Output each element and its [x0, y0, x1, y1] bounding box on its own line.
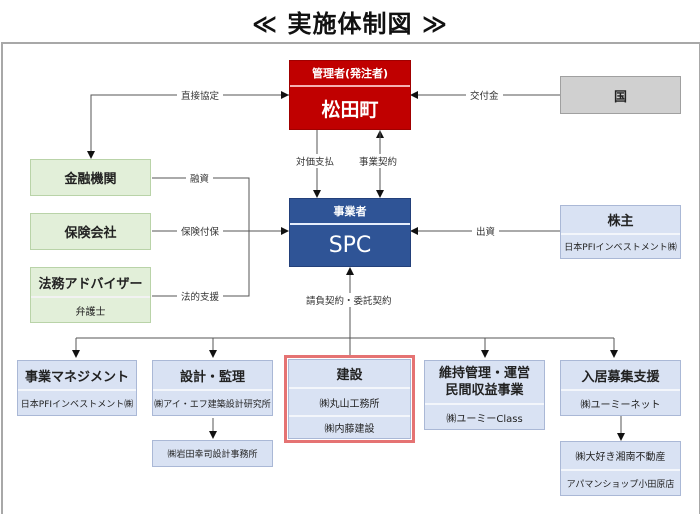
label-direct-agreement: 直接協定 — [177, 88, 224, 102]
contractor-tenant-recruitment[interactable]: 入居募集支援 ㈱ユーミーネット — [560, 360, 681, 416]
owner-header: 管理者(発注者) — [311, 67, 389, 80]
label-project-contract: 事業契約 — [355, 154, 402, 168]
contractor-company: ㈱ユーミーネット — [561, 389, 680, 415]
label-subsidy: 交付金 — [466, 88, 503, 102]
contractor-project-management[interactable]: 事業マネジメント 日本PFIインベストメント㈱ — [17, 360, 137, 416]
contractor-name: 設計・監理 — [179, 369, 245, 385]
legal-advisor-sub: 弁護士 — [31, 296, 150, 322]
contractor-company: 日本PFIインベストメント㈱ — [18, 389, 136, 415]
government-name: 国 — [613, 89, 627, 105]
label-equity: 出資 — [472, 224, 500, 238]
recruitment-sub-company-branch: アパマンショップ小田原店 — [561, 469, 680, 495]
contractor-name: 入居募集支援 — [581, 369, 660, 385]
shareholder-name: 株主 — [607, 214, 634, 229]
contractor-maintenance-operation[interactable]: 維持管理・運営 民間収益事業 ㈱ユーミーClass — [424, 360, 545, 430]
label-insurance: 保険付保 — [177, 224, 224, 238]
label-legal-support: 法的支援 — [177, 289, 224, 303]
contractor-company: ㈱ユーミーClass — [425, 403, 544, 429]
label-payment: 対価支払 — [292, 154, 339, 168]
contractor-name-line: 維持管理・運営 — [438, 366, 530, 381]
finance-institution-box[interactable]: 金融機関 — [30, 159, 151, 196]
design-sub-company-box[interactable]: ㈱岩田幸司設計事務所 — [152, 440, 273, 467]
label-subcontract: 請負契約・委託契約 — [302, 293, 396, 307]
spc-name: SPC — [290, 223, 410, 266]
contractor-construction[interactable]: 建設 ㈱丸山工務所 ㈱内藤建設 — [288, 359, 411, 439]
highlight-frame — [284, 355, 415, 443]
contractor-company: ㈱アイ・エフ建築設計研究所 — [153, 389, 272, 415]
contractor-name-line: 民間収益事業 — [445, 383, 524, 398]
recruitment-sub-company-box[interactable]: ㈱大好き湘南不動産 アパマンショップ小田原店 — [560, 441, 681, 496]
contractor-company: ㈱丸山工務所 — [289, 387, 410, 415]
insurance-company-name: 保険会社 — [64, 226, 117, 241]
owner-box[interactable]: 管理者(発注者) 松田町 — [289, 60, 411, 130]
legal-advisor-name: 法務アドバイザー — [38, 276, 143, 292]
legal-advisor-box[interactable]: 法務アドバイザー 弁護士 — [30, 267, 151, 323]
edge-direct-agreement — [87, 94, 289, 159]
contractor-name: 建設 — [336, 368, 363, 383]
government-box[interactable]: 国 — [560, 76, 681, 114]
contractor-design-supervision[interactable]: 設計・監理 ㈱アイ・エフ建築設計研究所 — [152, 360, 273, 416]
contractor-name: 事業マネジメント — [24, 369, 129, 385]
label-loan: 融資 — [186, 171, 214, 185]
recruitment-sub-company: ㈱大好き湘南不動産 — [575, 452, 666, 463]
owner-name: 松田町 — [290, 85, 410, 129]
spc-header: 事業者 — [333, 205, 367, 218]
insurance-company-box[interactable]: 保険会社 — [30, 213, 151, 250]
spc-box[interactable]: 事業者 SPC — [289, 198, 411, 267]
page-title: ≪ 実施体制図 ≫ — [252, 10, 448, 38]
finance-institution-name: 金融機関 — [64, 172, 117, 187]
contractor-company: ㈱内藤建設 — [289, 415, 410, 438]
design-sub-company: ㈱岩田幸司設計事務所 — [167, 450, 258, 460]
shareholder-box[interactable]: 株主 日本PFIインベストメント㈱ — [560, 205, 681, 259]
shareholder-sub: 日本PFIインベストメント㈱ — [561, 233, 680, 258]
contractor-name: 維持管理・運営 民間収益事業 — [425, 361, 544, 403]
